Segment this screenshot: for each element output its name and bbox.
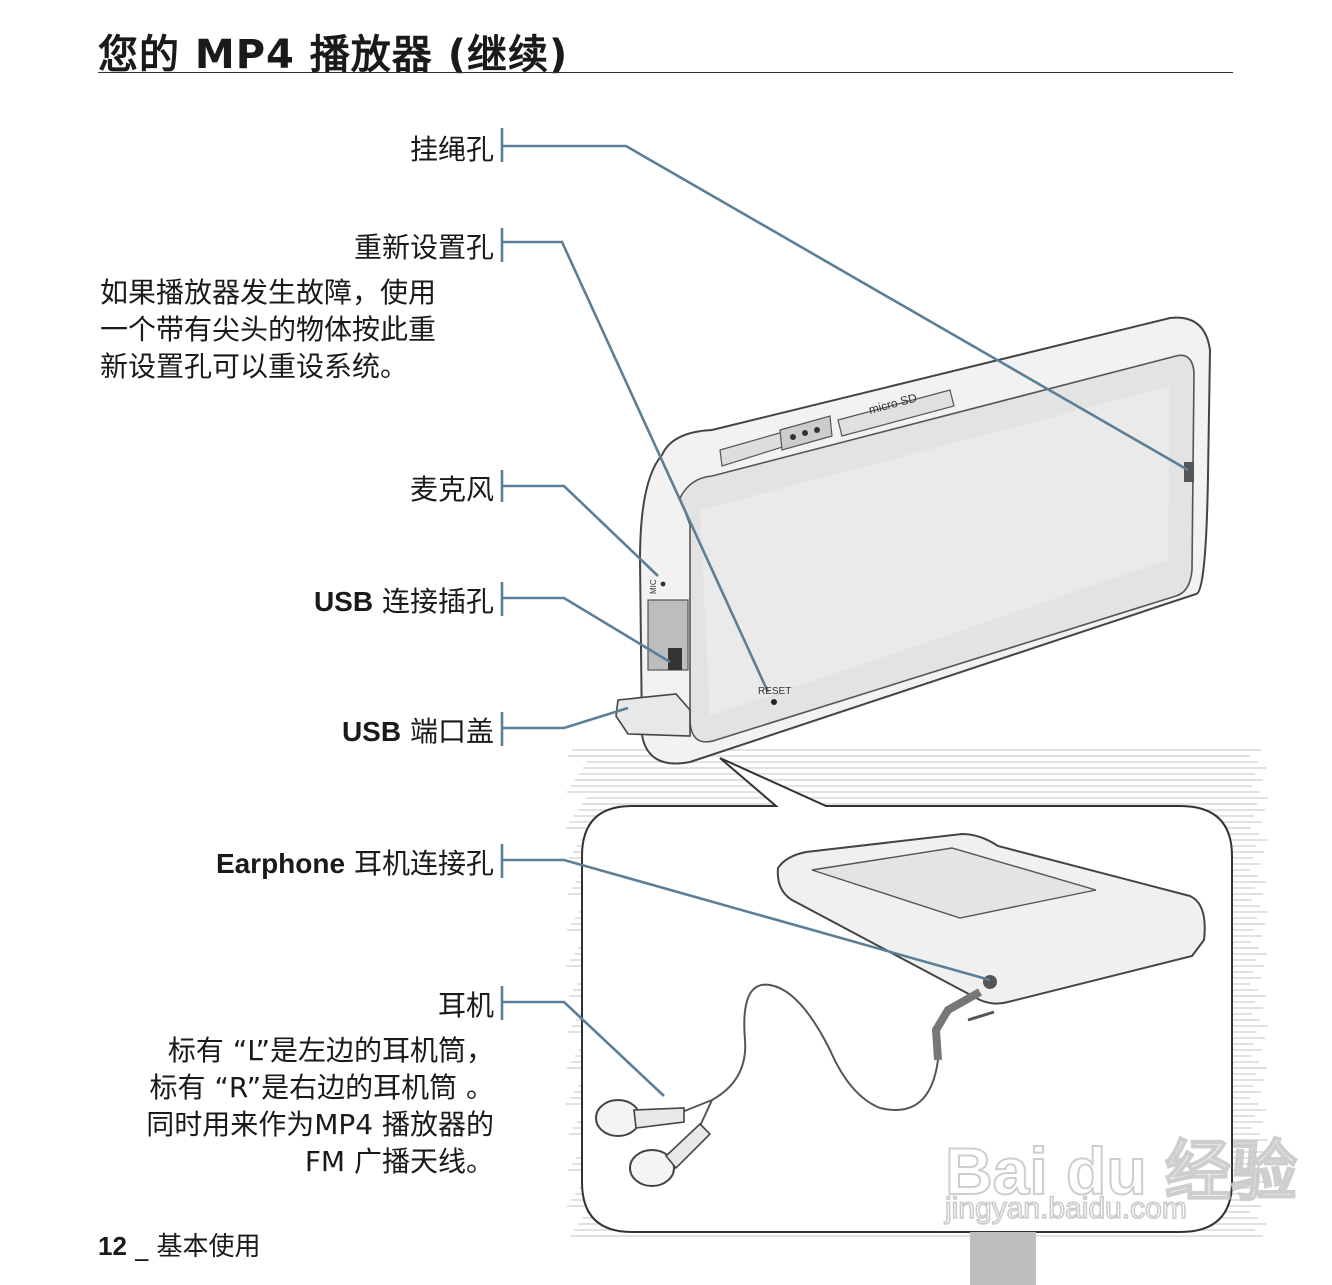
earbud-left — [595, 1099, 641, 1137]
inset-device — [776, 832, 1206, 1005]
earphone-jack — [983, 975, 997, 989]
watermark-url: jingyan.baidu.com — [944, 1191, 1187, 1226]
leader-lines — [500, 128, 1189, 1097]
usb-port — [668, 648, 682, 670]
mic-hole — [660, 581, 666, 587]
page-title: 您的 MP4 播放器 (继续) — [98, 32, 569, 78]
earphones-illustration — [681, 983, 995, 1127]
label-earphones: 耳机 — [437, 989, 494, 1022]
label-microphone: 麦克风 — [409, 473, 494, 506]
mic-marking: MIC — [649, 579, 658, 594]
label-usb-cover: USB 端口盖 — [341, 715, 494, 748]
reset-description: 如果播放器发生故障，使用 一个带有尖头的物体按此重 新设置孔可以重设系统。 — [100, 276, 437, 383]
strap-hole — [1184, 462, 1194, 482]
microsd-slot — [837, 389, 955, 437]
reset-marking: RESET — [758, 686, 791, 697]
earbud-right — [629, 1149, 675, 1187]
label-earphone-jack: Earphone 耳机连接孔 — [215, 847, 494, 880]
stand-post — [970, 1232, 1036, 1285]
label-usb-port: USB 连接插孔 — [313, 585, 494, 618]
page-footer: 12 _ 基本使用 — [98, 1226, 260, 1263]
earphones-description: 标有 “L”是左边的耳机筒， 标有 “R”是右边的耳机筒 。 同时用来作为MP4… — [146, 1034, 494, 1178]
watermark-brand: Bai du 经验 — [944, 1133, 1298, 1209]
page-number: 12 — [98, 1231, 127, 1261]
title-rule — [98, 72, 1233, 73]
mp4-player-body — [615, 316, 1212, 765]
label-reset-hole: 重新设置孔 — [353, 231, 494, 264]
reset-hole — [771, 699, 777, 705]
label-strap-hole: 挂绳孔 — [409, 133, 494, 166]
usb-cover — [615, 693, 691, 737]
section-name: _ 基本使用 — [135, 1232, 261, 1262]
